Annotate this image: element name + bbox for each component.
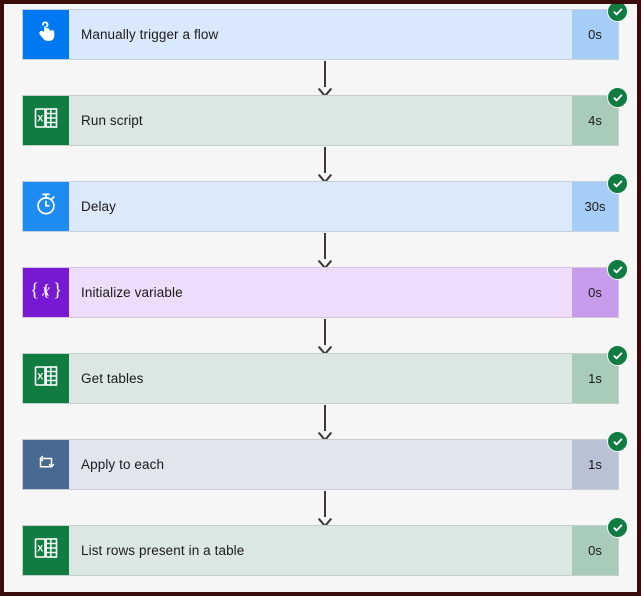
svg-text:X: X bbox=[37, 114, 43, 124]
flow-step-title: Apply to each bbox=[81, 457, 165, 472]
svg-text:x: x bbox=[41, 281, 50, 300]
flow-step-status-badge bbox=[607, 431, 628, 452]
tap-hand-icon bbox=[33, 19, 59, 50]
flow-connector-arrow bbox=[318, 405, 332, 442]
excel-icon: X bbox=[32, 104, 60, 137]
flow-step-icon-tile bbox=[23, 10, 69, 59]
svg-text:X: X bbox=[37, 544, 43, 554]
excel-icon: X bbox=[32, 534, 60, 567]
flow-step-title: Manually trigger a flow bbox=[81, 27, 219, 42]
check-circle-icon bbox=[612, 6, 624, 18]
flow-step-card[interactable]: {x{} Initialize variable 0s bbox=[22, 259, 628, 318]
check-circle-icon bbox=[612, 92, 624, 104]
flow-step-status-badge bbox=[607, 173, 628, 194]
flow-connector-arrow bbox=[318, 319, 332, 356]
flow-step-title: Run script bbox=[81, 113, 143, 128]
check-circle-icon bbox=[612, 436, 624, 448]
excel-icon: X bbox=[32, 362, 60, 395]
check-circle-icon bbox=[612, 264, 624, 276]
check-circle-icon bbox=[612, 178, 624, 190]
flow-step-icon-tile: {x{} bbox=[23, 268, 69, 317]
flow-step-duration: 0s bbox=[572, 10, 618, 59]
flow-step-card[interactable]: Manually trigger a flow 0s bbox=[22, 4, 628, 60]
flow-step-icon-tile: X bbox=[23, 526, 69, 575]
flow-step-icon-tile: X bbox=[23, 96, 69, 145]
flow-step-status-badge bbox=[607, 259, 628, 280]
flow-step-status-badge bbox=[607, 4, 628, 22]
stopwatch-icon bbox=[33, 191, 59, 222]
flow-step-title: Delay bbox=[81, 199, 117, 214]
flow-step-status-badge bbox=[607, 345, 628, 366]
flow-step-title: Initialize variable bbox=[81, 285, 183, 300]
svg-text:X: X bbox=[37, 372, 43, 382]
flow-step-icon-tile: X bbox=[23, 354, 69, 403]
flow-step-icon-tile bbox=[23, 182, 69, 231]
check-circle-icon bbox=[612, 350, 624, 362]
flow-connector-arrow bbox=[318, 147, 332, 184]
flow-step-status-badge bbox=[607, 517, 628, 538]
svg-text:}: } bbox=[53, 280, 62, 301]
loop-repeat-icon bbox=[34, 450, 58, 479]
svg-text:{: { bbox=[30, 280, 39, 301]
svg-text:{: { bbox=[42, 281, 50, 300]
flow-step-title: Get tables bbox=[81, 371, 144, 386]
flow-step-duration: 0s bbox=[572, 268, 618, 317]
flow-connector-arrow bbox=[318, 491, 332, 528]
check-circle-icon bbox=[612, 522, 624, 534]
flow-connector-arrow bbox=[318, 61, 332, 98]
flow-step-icon-tile bbox=[23, 440, 69, 489]
flow-step-title: List rows present in a table bbox=[81, 543, 245, 558]
flow-step-status-badge bbox=[607, 87, 628, 108]
braces-variable-icon: {x{} bbox=[29, 278, 63, 307]
flow-connector-arrow bbox=[318, 233, 332, 270]
